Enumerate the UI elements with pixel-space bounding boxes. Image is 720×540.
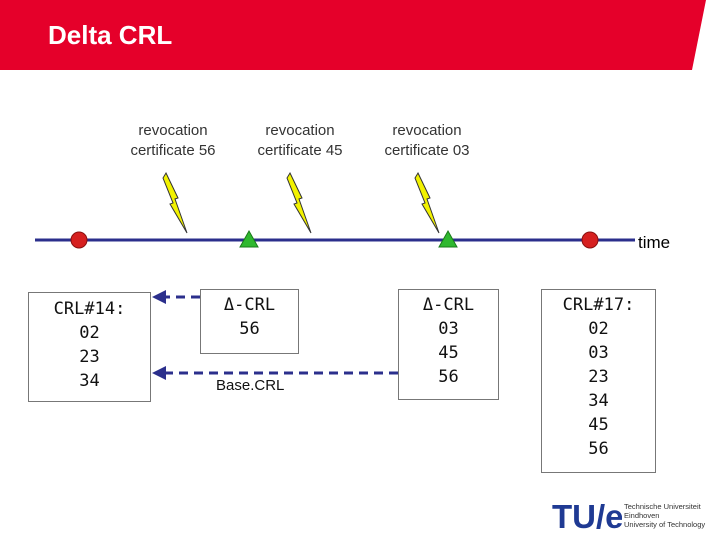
lightning-bolt-icon	[414, 171, 440, 234]
crl14-box: CRL#14: 02 23 34	[28, 292, 151, 402]
delta-crl-marker	[438, 229, 458, 248]
base-crl-label: Base.CRL	[216, 377, 285, 394]
arrowhead-icon	[152, 290, 166, 304]
header-bar: Delta CRL	[0, 0, 720, 70]
delta-crl-box-1: Δ-CRL 56	[200, 289, 299, 354]
time-axis-label: time	[638, 233, 671, 252]
crl-issue-marker	[581, 231, 599, 249]
lightning-bolt-icon	[286, 171, 312, 234]
arrowhead-icon	[152, 366, 166, 380]
crl-issue-marker	[70, 231, 88, 249]
delta-crl-box-2: Δ-CRL 03 45 56	[398, 289, 499, 400]
crl17-box: CRL#17: 02 03 23 34 45 56	[541, 289, 656, 473]
logo-text: Technische Universiteit Eindhoven Univer…	[624, 502, 706, 529]
lightning-bolt-icon	[162, 171, 188, 234]
header-background	[0, 0, 720, 70]
slide-title: Delta CRL	[48, 20, 173, 50]
delta-crl-marker	[239, 229, 259, 248]
tue-logo: TU/e	[552, 498, 622, 533]
logo-mark: TU/e	[552, 498, 622, 533]
